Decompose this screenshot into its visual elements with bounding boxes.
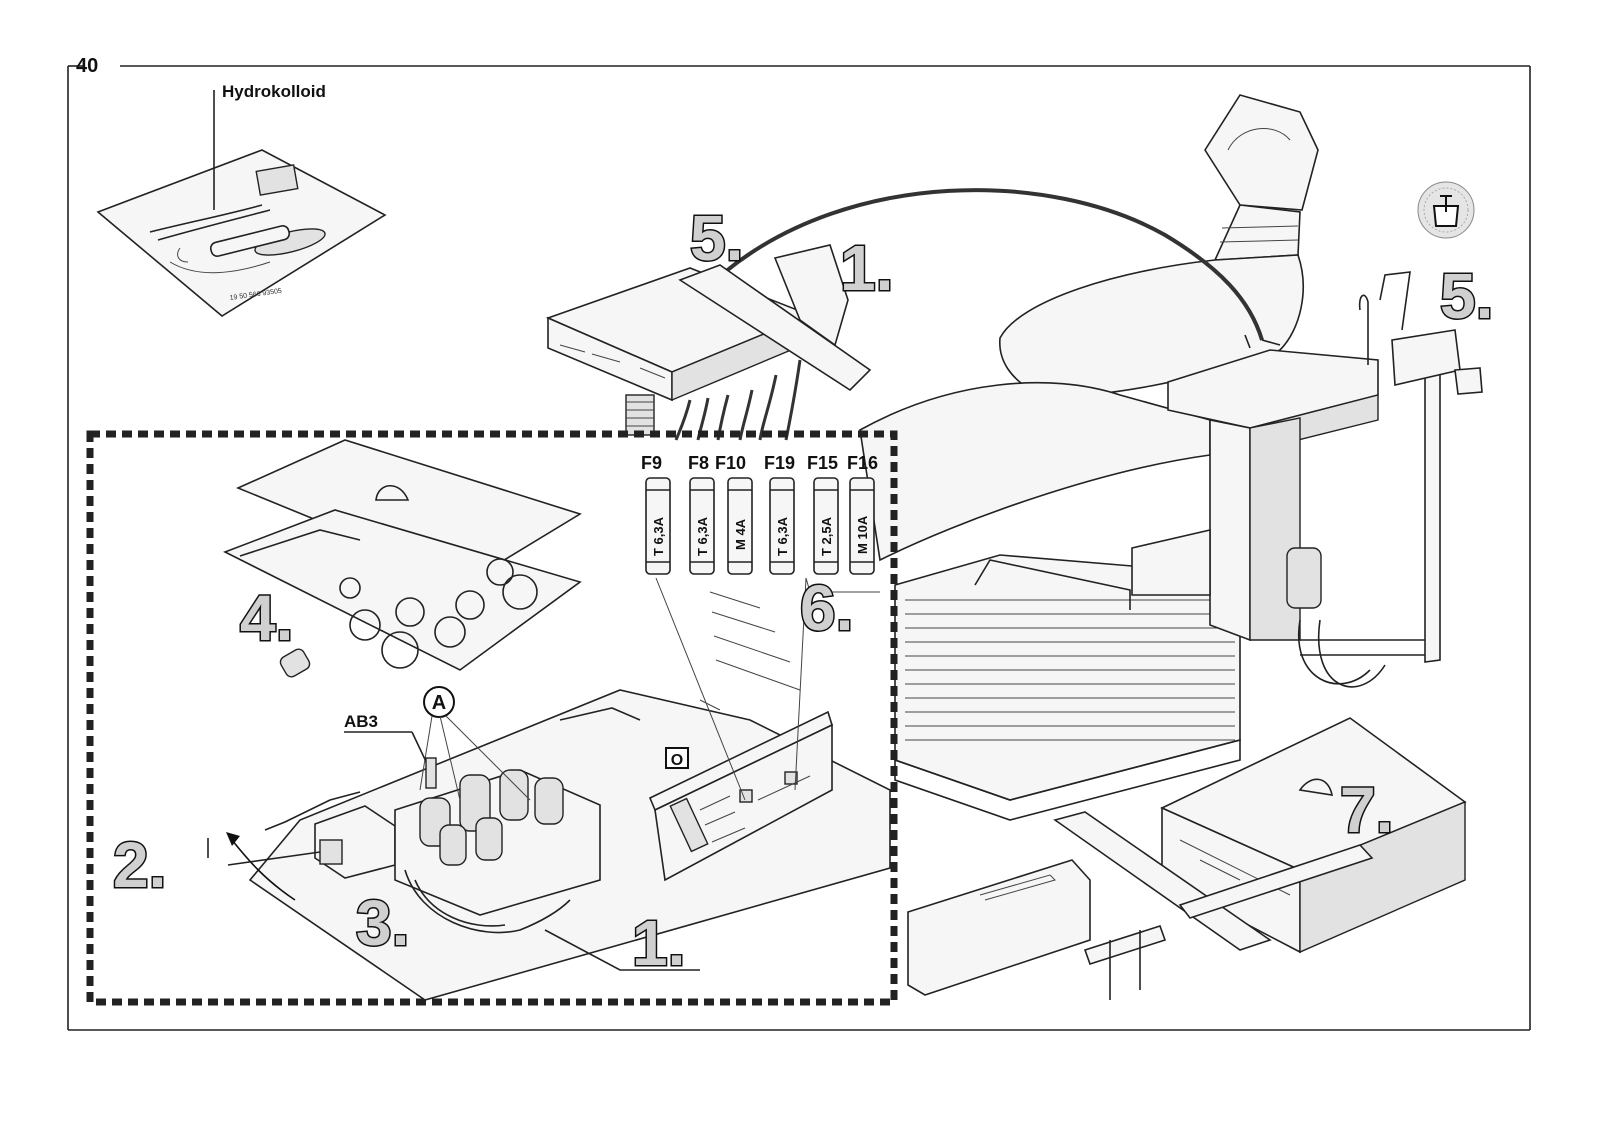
fuse-f19 <box>769 477 795 575</box>
fuse-f10 <box>727 477 753 575</box>
fuse-rating-f15: T 2,5A <box>819 516 834 556</box>
step-number-5-right: 5. <box>1440 260 1493 332</box>
fuse-f15 <box>813 477 839 575</box>
detail-inset-frame <box>86 430 898 1006</box>
step-number-6: 6. <box>800 572 853 644</box>
marker-o-box <box>665 747 689 769</box>
page-frame <box>67 65 1531 1031</box>
fuse-f9 <box>645 477 671 575</box>
water-cup-icon <box>1417 181 1475 239</box>
page-number: 40 <box>76 55 98 77</box>
fuse-id-f9: F9 <box>641 453 662 473</box>
fuse-id-f15: F15 <box>807 453 838 473</box>
fuse-row <box>645 477 875 575</box>
rotate-arrow-head <box>226 832 240 846</box>
marker-o-text: O <box>671 752 683 769</box>
instrument-hose <box>723 188 1264 341</box>
step-number-7: 7. <box>1340 774 1393 846</box>
cover-plate-4 <box>223 439 582 678</box>
fuse-callout-lines <box>655 577 880 801</box>
ab3-component <box>425 757 437 789</box>
fuse-id-f19: F19 <box>764 453 795 473</box>
doctor-element <box>545 244 872 441</box>
fuse-rating-f16: M 10A <box>855 515 870 554</box>
step2-leader <box>227 851 321 866</box>
marker-a: A <box>423 686 455 718</box>
cover-panel-7 <box>907 717 1467 1000</box>
step-number-5-left: 5. <box>690 202 743 274</box>
step-number-1-top: 1. <box>840 232 893 304</box>
fuse-rating-f9: T 6,3A <box>651 516 666 556</box>
step1-bottom-leader <box>544 929 700 971</box>
fuse-rating-f19: T 6,3A <box>775 516 790 556</box>
fuse-id-f16: F16 <box>847 453 878 473</box>
hydrokolloid-card: 19 50 566 93505 <box>96 149 387 317</box>
dental-chair <box>859 94 1319 821</box>
fuse-rating-f8: T 6,3A <box>695 516 710 556</box>
fuse-id-f8: F8 <box>688 453 709 473</box>
marker-a-leaders <box>419 715 531 801</box>
base-plate-assembly <box>248 591 891 1001</box>
fuse-id-f10: F10 <box>715 453 746 473</box>
fuse-f8 <box>689 477 715 575</box>
step-number-2: 2. <box>113 829 166 901</box>
assistant-element <box>1131 271 1483 688</box>
fuse-f16 <box>849 477 875 575</box>
ab3-label: AB3 <box>344 712 378 731</box>
step-number-3: 3. <box>356 887 409 959</box>
step-number-1-bottom: 1. <box>632 907 685 979</box>
fuse-rating-f10: M 4A <box>733 518 748 550</box>
step-number-4: 4. <box>240 582 293 654</box>
marker-a-text: A <box>432 692 446 714</box>
rotate-arrow-icon <box>231 839 296 901</box>
hydrokolloid-label: Hydrokolloid <box>222 82 326 101</box>
